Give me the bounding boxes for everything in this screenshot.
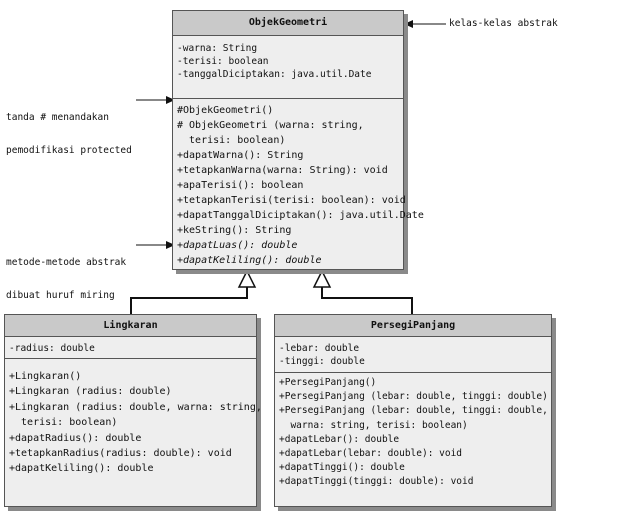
method: +dapatLebar(): double (279, 433, 400, 445)
inheritance-arrowhead-lingkaran (237, 269, 257, 288)
method: terisi: boolean) (9, 417, 118, 429)
annotation-italic-line-2: dibuat huruf miring (6, 290, 115, 301)
annotation-italic-abstract: metode-metode abstrak dibuat huruf mirin… (6, 235, 126, 312)
attributes-objekgeometri: -warna: String -terisi: boolean -tanggal… (173, 36, 403, 99)
class-box-objekgeometri: ObjekGeometri -warna: String -terisi: bo… (172, 10, 424, 271)
attributes-persegipanjang: -lebar: double -tinggi: double (275, 337, 551, 373)
class-name-lingkaran: Lingkaran (5, 315, 256, 337)
method: +Lingkaran() (9, 371, 82, 382)
inheritance-arrowhead-persegi (312, 269, 332, 288)
method: +dapatLebar(lebar: double): void (279, 448, 463, 460)
methods-lingkaran: +Lingkaran() +Lingkaran (radius: double)… (5, 359, 262, 480)
method: +Lingkaran (radius: double) (9, 386, 172, 398)
method: warna: string, terisi: boolean) (279, 419, 468, 431)
method: # ObjekGeometri (warna: string, (177, 120, 364, 131)
method: +dapatKeliling(): double (9, 463, 154, 475)
method: +dapatTanggalDiciptakan(): java.util.Dat… (177, 210, 424, 221)
method: +PersegiPanjang() (279, 377, 377, 388)
annotation-protected-line-2: pemodifikasi protected (6, 145, 132, 156)
annotation-italic-line-1: metode-metode abstrak (6, 257, 127, 268)
attribute: -terisi: boolean (177, 56, 269, 67)
attributes-lingkaran: -radius: double (5, 337, 256, 359)
attribute: -warna: String (177, 43, 258, 54)
annotation-protected: tanda # menandakan pemodifikasi protecte… (6, 90, 132, 167)
class-name-objekgeometri: ObjekGeometri (173, 11, 403, 36)
method: +tetapkanTerisi(terisi: boolean): void (177, 195, 406, 206)
method: +apaTerisi(): boolean (177, 180, 304, 191)
abstract-method: +dapatLuas(): double (177, 240, 298, 251)
inheritance-line-lingkaran (130, 287, 248, 314)
inheritance-line-persegi (321, 287, 413, 314)
method: +keString(): String (177, 225, 292, 236)
method: +dapatTinggi(tinggi: double): void (279, 476, 474, 488)
method: +PersegiPanjang (lebar: double, tinggi: … (279, 405, 548, 417)
method: +Lingkaran (radius: double, warna: strin… (9, 401, 262, 413)
class-name-persegipanjang: PersegiPanjang (275, 315, 551, 337)
methods-objekgeometri: #ObjekGeometri() # ObjekGeometri (warna:… (173, 99, 424, 271)
method: +dapatWarna(): String (177, 150, 304, 161)
attribute: -tanggalDiciptakan: java.util.Date (177, 69, 372, 80)
method: +tetapkanRadius(radius: double): void (9, 448, 232, 460)
method: +PersegiPanjang (lebar: double, tinggi: … (279, 391, 548, 403)
attribute: -lebar: double (279, 343, 360, 354)
method: #ObjekGeometri() (177, 105, 274, 116)
attribute: -tinggi: double (279, 356, 365, 367)
method: +tetapkanWarna(warna: String): void (177, 165, 388, 176)
method: terisi: boolean) (177, 135, 286, 146)
methods-persegipanjang: +PersegiPanjang() +PersegiPanjang (lebar… (275, 373, 551, 493)
abstract-method: +dapatKeliling(): double (177, 255, 322, 266)
class-box-lingkaran: Lingkaran -radius: double +Lingkaran() +… (4, 314, 262, 507)
method: +dapatRadius(): double (9, 432, 142, 444)
annotation-abstract-classes: kelas-kelas abstrak (449, 18, 558, 29)
class-box-persegipanjang: PersegiPanjang -lebar: double -tinggi: d… (274, 314, 552, 507)
attribute: -radius: double (9, 343, 95, 354)
method: +dapatTinggi(): double (279, 462, 405, 474)
annotation-protected-line-1: tanda # menandakan (6, 112, 109, 123)
